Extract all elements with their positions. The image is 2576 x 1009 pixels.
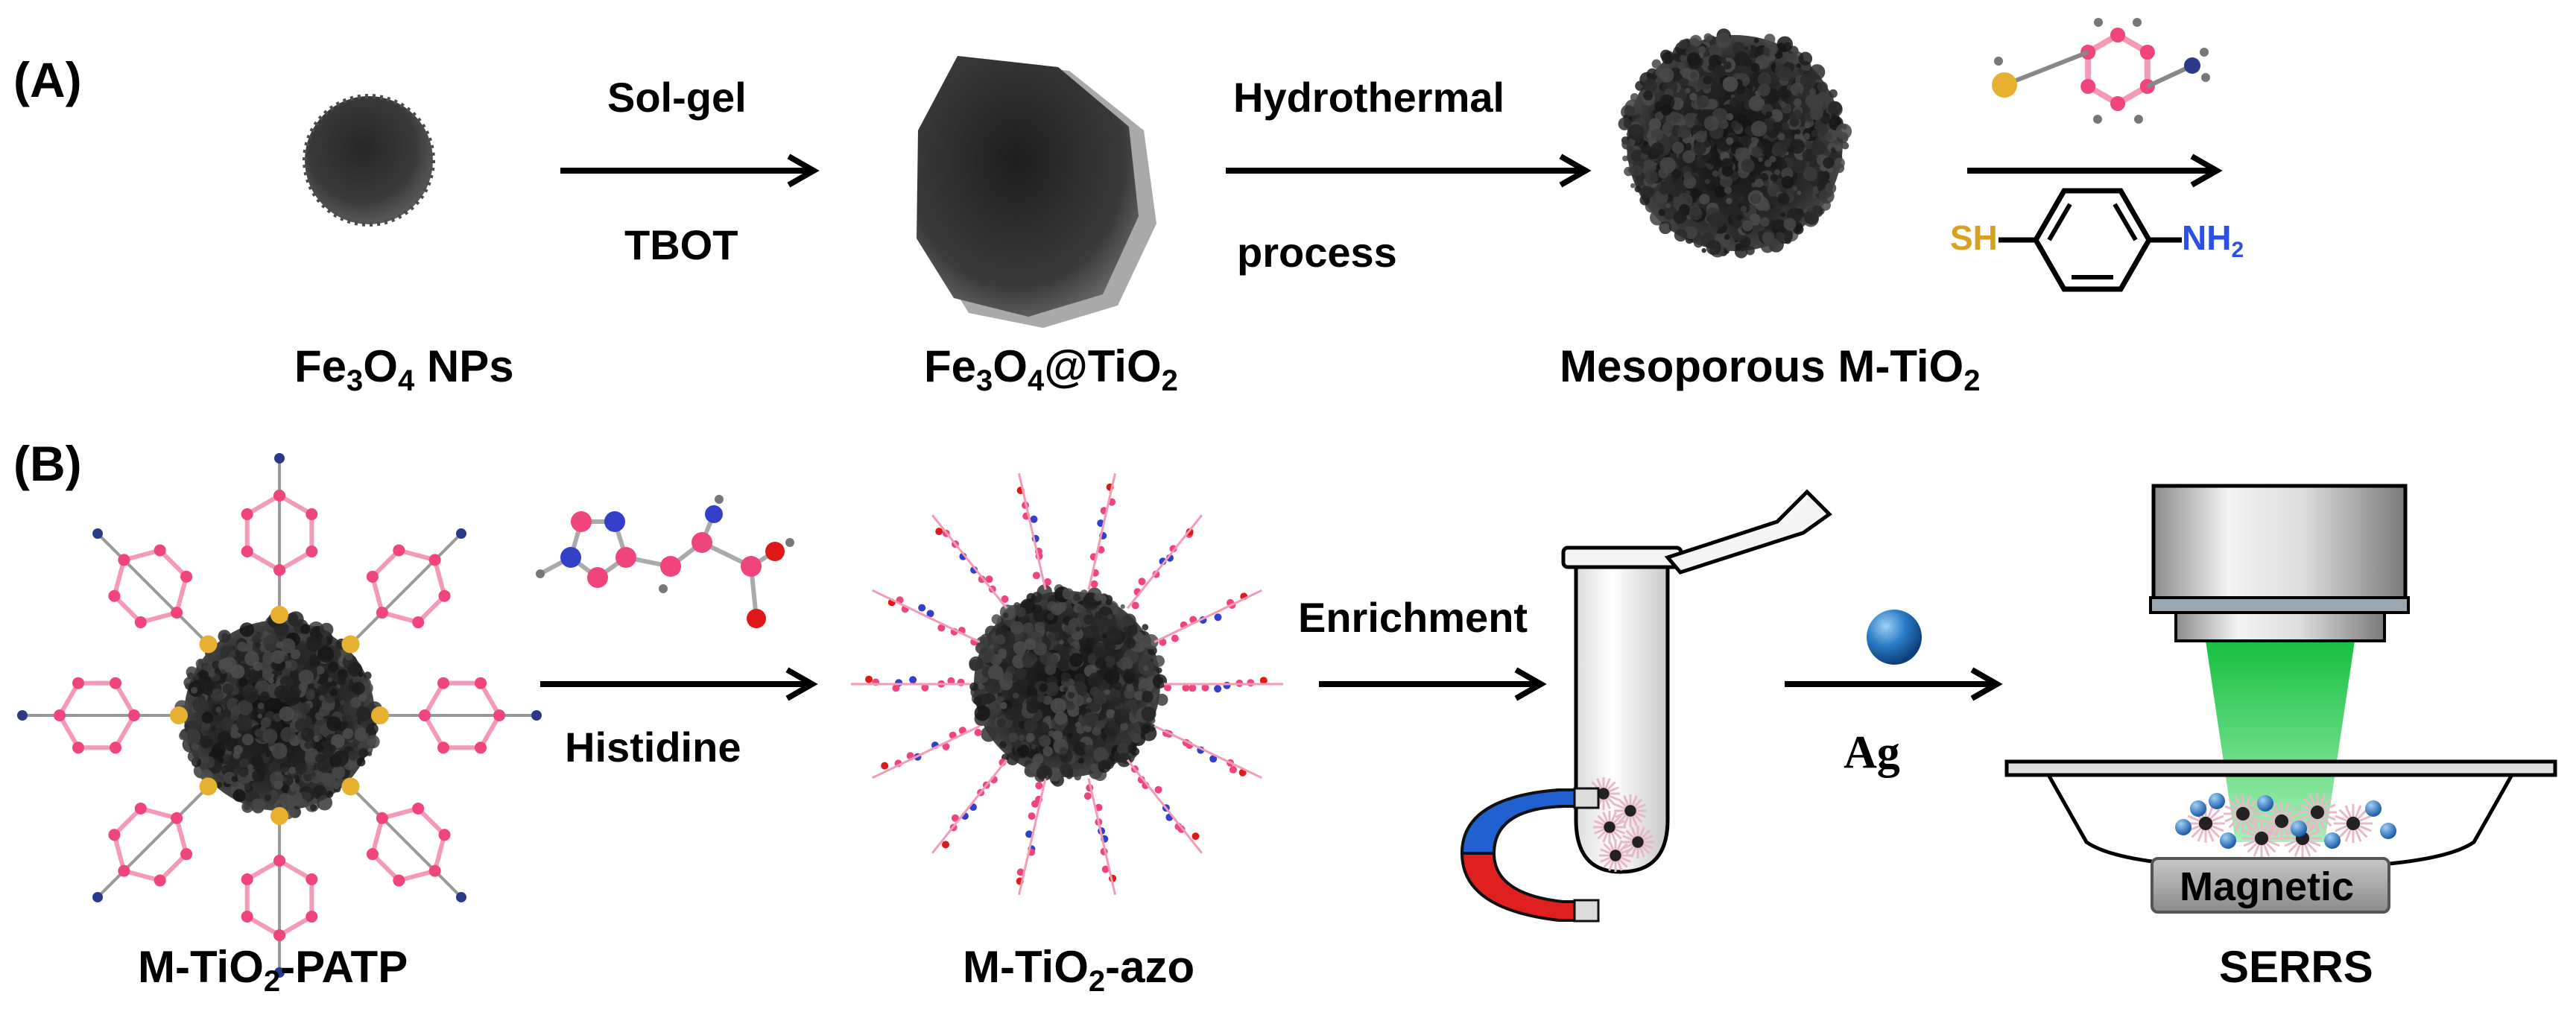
sol-gel-label: Sol-gel (607, 74, 747, 121)
tbot-label: TBOT (624, 221, 738, 268)
sh-label: SH (1950, 218, 1998, 257)
caption-mesoporous-tio2: Mesoporous M-TiO2 (1560, 341, 1980, 397)
patp-structural-formula: SH NH2 (1950, 188, 2244, 292)
m-tio2-azo-particle (851, 472, 1283, 896)
m-tio2-patp-particle (17, 453, 542, 978)
microscope-objective (2151, 484, 2408, 613)
caption-fe3o4-tio2: Fe3O4@TiO2 (924, 341, 1178, 397)
enrichment-label: Enrichment (1298, 594, 1528, 641)
mesoporous-tio2-particle (1618, 28, 1852, 259)
histidine-3d-molecule (536, 495, 794, 628)
nh2-label: NH2 (2182, 218, 2244, 262)
magnetic-base (2151, 857, 2390, 914)
ag-nanoparticle (1867, 610, 1922, 665)
histidine-label: Histidine (565, 724, 741, 771)
process-label: process (1237, 229, 1397, 276)
magnetic-label: Magnetic (2180, 864, 2354, 909)
panel-a-label: (A) (13, 52, 82, 107)
patp-3d-molecule (1992, 18, 2210, 124)
caption-m-tio2-azo: M-TiO2-azo (963, 942, 1194, 998)
fe3o4-tio2-particle (917, 56, 1156, 328)
serrs-detection-setup: Magnetic (2004, 484, 2557, 914)
sample-plate (2004, 759, 2557, 777)
caption-serrs: SERRS (2219, 942, 2373, 992)
caption-fe3o4-nps: Fe3O4 NPs (294, 341, 514, 397)
hydrothermal-label: Hydrothermal (1233, 74, 1504, 121)
panel-b-label: (B) (13, 436, 82, 491)
caption-m-tio2-patp: M-TiO2-PATP (138, 942, 408, 998)
ag-label: Ag (1844, 727, 1900, 778)
laser-beam (2206, 641, 2355, 842)
fe3o4-nanoparticle (303, 94, 435, 227)
u-magnet (1460, 787, 1600, 923)
